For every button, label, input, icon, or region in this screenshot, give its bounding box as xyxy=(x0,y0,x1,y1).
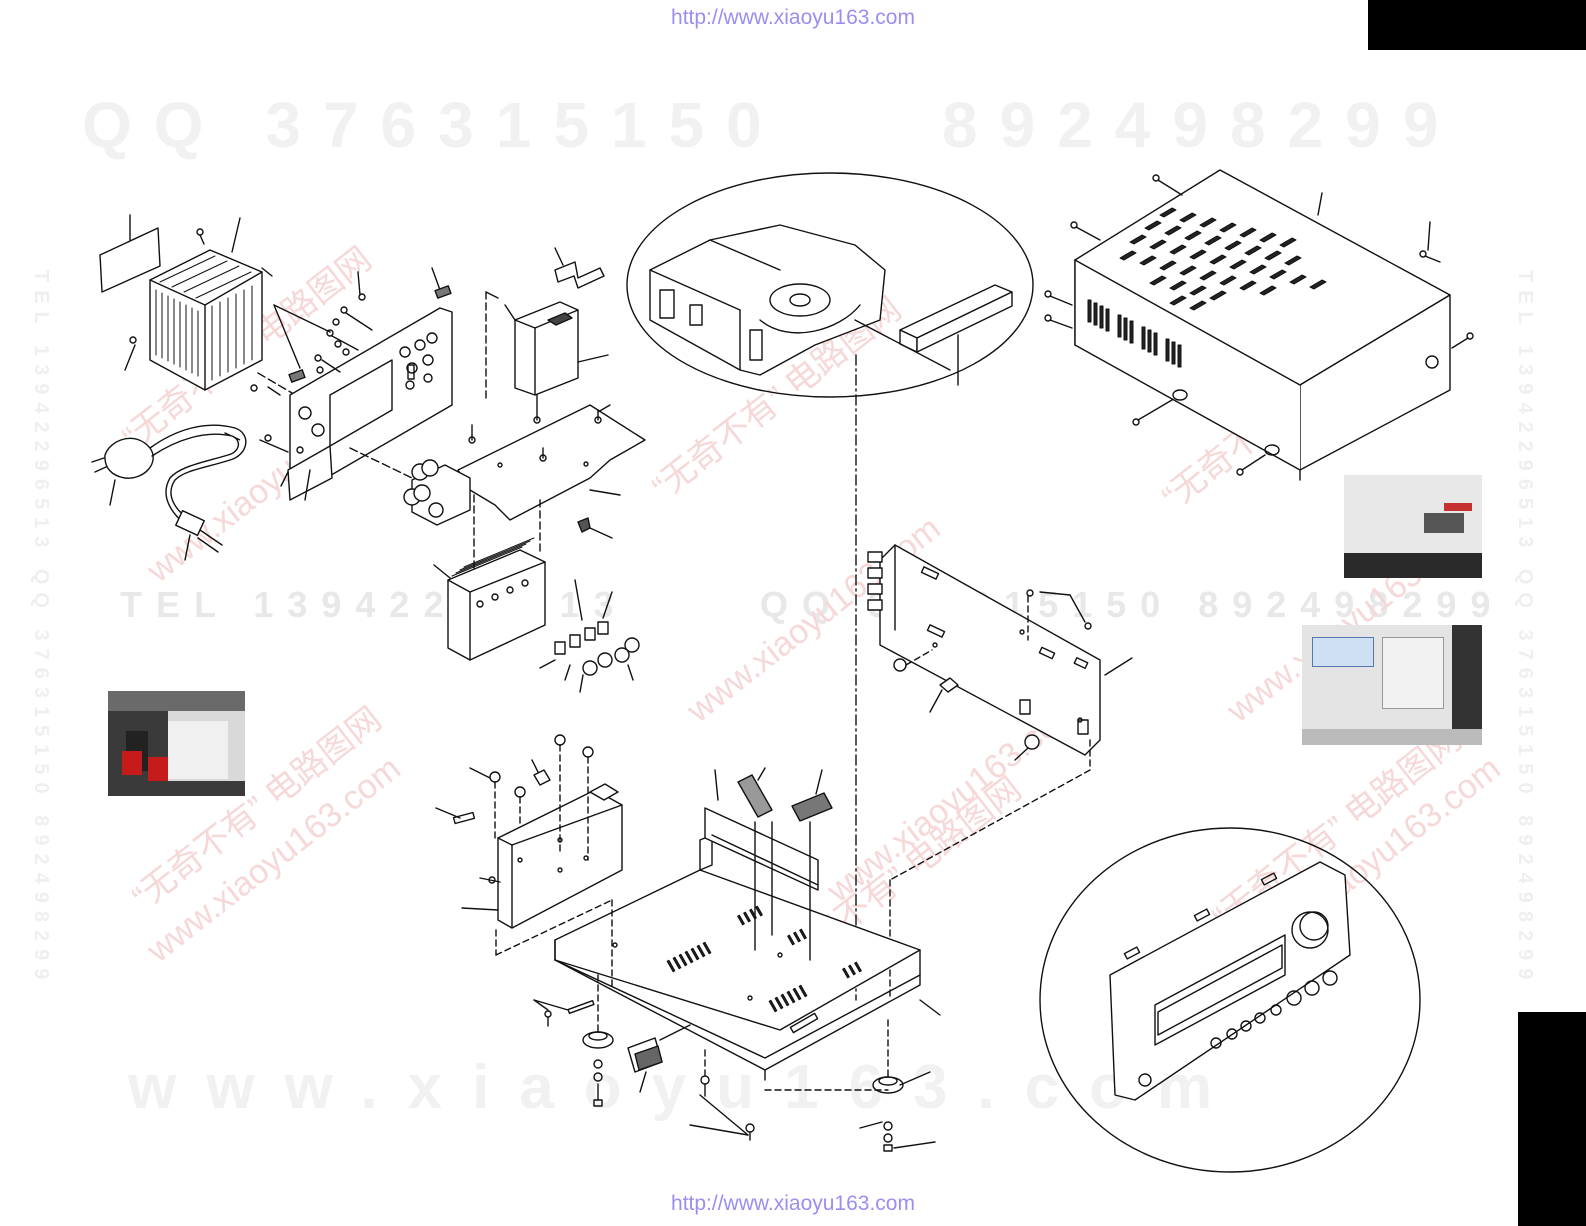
cd-mechanism xyxy=(649,224,886,376)
speaker-terminal xyxy=(403,459,471,526)
rear-panel xyxy=(287,307,453,501)
watermark-bottom-site: www.xiaoyu163.com xyxy=(128,1053,1243,1122)
amp-board xyxy=(457,394,646,521)
heat-sink xyxy=(433,537,546,661)
watermark-qq-left: QQ 376315150 xyxy=(82,89,784,161)
photo-label-position-1 xyxy=(1344,475,1482,578)
power-cord-plug xyxy=(91,424,247,561)
ribbon-cable xyxy=(485,247,609,399)
footer-url[interactable]: http://www.xiaoyu163.com xyxy=(671,1192,915,1215)
photo-speaker-terminal xyxy=(108,691,245,796)
header-url[interactable]: http://www.xiaoyu163.com xyxy=(671,6,915,29)
chassis xyxy=(554,807,921,1081)
cd-mechanism-detail-circle xyxy=(626,172,1034,398)
foot-left xyxy=(582,1031,614,1107)
transistors xyxy=(539,579,640,693)
label-strip xyxy=(737,774,773,818)
front-panel-detail-circle xyxy=(1039,827,1421,1173)
top-cover xyxy=(1074,169,1451,481)
page-tab-top xyxy=(1368,0,1586,50)
sub-board xyxy=(488,783,623,929)
label-sheet xyxy=(99,227,161,293)
page-tab-side xyxy=(1518,1012,1586,1226)
power-transformer xyxy=(149,249,263,391)
photo-label-position-2 xyxy=(1302,625,1482,745)
front-panel xyxy=(1109,861,1351,1101)
input-board xyxy=(867,544,1101,756)
watermark-qq-right: 892498299 xyxy=(942,89,1461,161)
cd-bracket xyxy=(899,284,1013,353)
foot-right xyxy=(872,1076,904,1152)
label-pad xyxy=(791,792,833,822)
